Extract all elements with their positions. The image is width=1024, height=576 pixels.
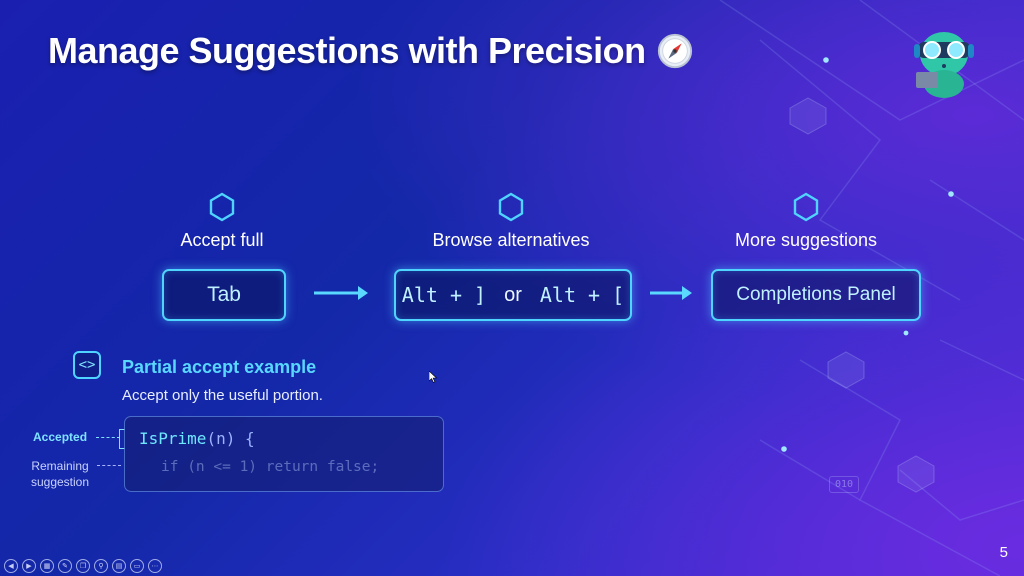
binary-decoration: 010 (829, 476, 860, 493)
presentation-toolbar: ◀ ▶ ▦ ✎ ❐ ⚲ ▤ ▭ ⋯ (4, 559, 162, 573)
hexagon-icon (793, 192, 819, 222)
step-more-suggestions: More suggestions (717, 192, 895, 251)
arrow-right-icon (650, 286, 692, 300)
code-function-args: (n) (206, 429, 236, 448)
zoom-icon[interactable]: ⚲ (94, 559, 108, 573)
alt-next-shortcut: Alt + ] (401, 283, 487, 307)
code-remaining-line: if (n <= 1) return false; (161, 459, 380, 475)
subtitles-icon[interactable]: ▤ (112, 559, 126, 573)
code-brackets-icon: <> (73, 351, 101, 379)
partial-accept-subtitle: Accept only the useful portion. (122, 387, 323, 404)
step-label: Browse alternatives (432, 230, 590, 250)
accepted-bracket (119, 429, 125, 449)
remaining-connector (97, 465, 121, 466)
completions-panel-box: Completions Panel (711, 269, 921, 321)
hexagon-icon (209, 192, 235, 222)
code-function-name: IsPrime (139, 429, 207, 448)
previous-slide-icon[interactable]: ◀ (4, 559, 18, 573)
arrow-right-icon (314, 286, 368, 300)
step-accept-full: Accept full (162, 192, 282, 251)
code-example-box: IsPrime(n) { if (n <= 1) return false; (124, 416, 444, 492)
page-number: 5 (999, 544, 1008, 561)
compass-icon (657, 33, 692, 69)
remaining-annotation: Remaining suggestion (27, 458, 93, 490)
next-slide-icon[interactable]: ▶ (22, 559, 36, 573)
accepted-connector (96, 437, 120, 438)
partial-accept-title: Partial accept example (122, 357, 317, 377)
hexagon-icon (498, 192, 524, 222)
alt-keys-box: Alt + ] or Alt + [ (394, 269, 632, 321)
remaining-label-line2: suggestion (30, 475, 90, 489)
slide-title: Manage Suggestions with Precision (48, 30, 694, 72)
code-accepted-line: IsPrime(n) { (139, 429, 255, 448)
tab-key-label: Tab (207, 283, 241, 306)
alt-prev-shortcut: Alt + [ (539, 283, 625, 307)
step-label: More suggestions (734, 230, 878, 250)
screen-icon[interactable]: ▭ (130, 559, 144, 573)
remaining-label-line1: Remaining (31, 459, 89, 473)
mouse-cursor-icon (429, 371, 437, 383)
step-label: Accept full (180, 230, 264, 250)
pen-icon[interactable]: ✎ (58, 559, 72, 573)
tab-key-box: Tab (162, 269, 286, 321)
step-browse-alternatives: Browse alternatives (412, 192, 610, 251)
slides-grid-icon[interactable]: ▦ (40, 559, 54, 573)
accepted-annotation: Accepted (33, 430, 88, 444)
more-options-icon[interactable]: ⋯ (148, 559, 162, 573)
copy-icon[interactable]: ❐ (76, 559, 90, 573)
slide-title-text: Manage Suggestions with Precision (48, 30, 646, 71)
or-label: or (504, 283, 522, 306)
robot-mascot-icon (914, 32, 974, 98)
code-open-brace: { (235, 429, 255, 448)
code-brackets-glyph: <> (78, 357, 96, 373)
completions-panel-label: Completions Panel (736, 284, 896, 305)
